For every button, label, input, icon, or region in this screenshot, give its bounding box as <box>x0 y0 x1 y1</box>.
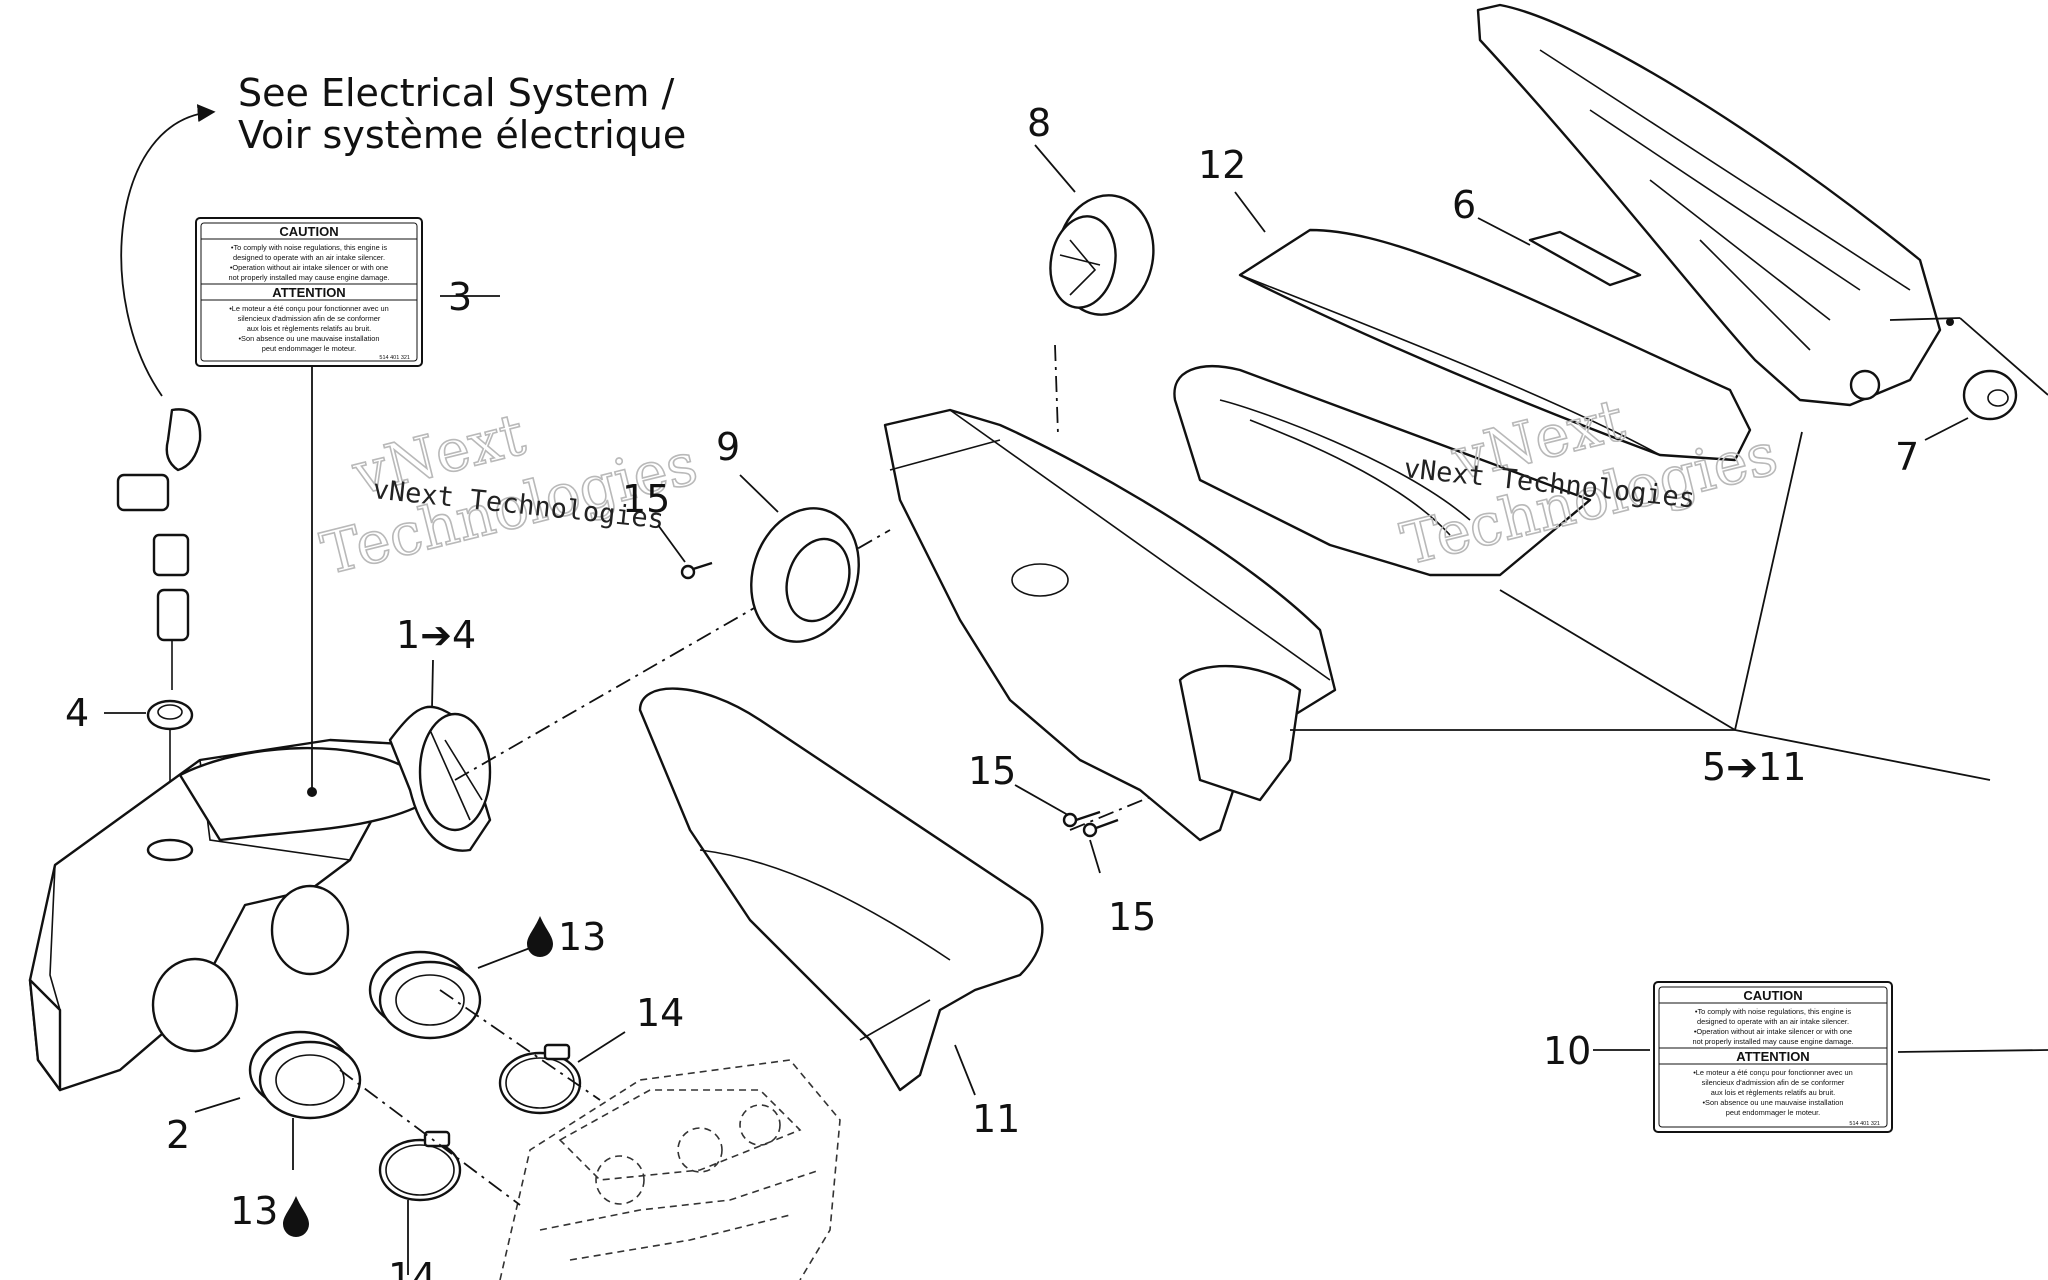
callout-1-4: 1➔4 <box>396 613 476 657</box>
callout-11: 11 <box>972 1097 1020 1141</box>
svg-text:•Son absence ou une mauvaise i: •Son absence ou une mauvaise installatio… <box>238 334 379 343</box>
caution-title: CAUTION <box>279 224 338 239</box>
svg-text:not properly installed may cau: not properly installed may cause engine … <box>1692 1037 1853 1046</box>
svg-text:aux lois et règlements relatif: aux lois et règlements relatifs au bruit… <box>1711 1088 1835 1097</box>
svg-text:•Operation without air intake: •Operation without air intake silencer o… <box>1694 1027 1852 1036</box>
electrical-system-reference: See Electrical System / Voir système éle… <box>120 71 686 397</box>
watermark-left: vNext Technologies <box>314 399 705 589</box>
callout-10: 10 <box>1543 1029 1591 1073</box>
callout-9: 9 <box>716 425 740 469</box>
svg-text:peut endommager le moteur.: peut endommager le moteur. <box>262 344 357 353</box>
svg-text:silencieux d'admission afin de: silencieux d'admission afin de se confor… <box>1702 1078 1845 1087</box>
cap-nut <box>1962 369 2018 421</box>
svg-text:aux lois et règlements relatif: aux lois et règlements relatifs au bruit… <box>247 324 371 333</box>
svg-text:peut endommager le moteur.: peut endommager le moteur. <box>1726 1108 1821 1117</box>
svg-text:designed to operate with an ai: designed to operate with an air intake s… <box>1697 1017 1849 1026</box>
callout-6: 6 <box>1452 183 1476 227</box>
reference-arrow <box>120 104 216 397</box>
callout-5-11: 5➔11 <box>1702 745 1806 789</box>
intake-duct-elbow <box>388 705 492 852</box>
screw-top <box>680 561 713 580</box>
upper-housing <box>1476 3 1954 407</box>
svg-text:not properly installed may cau: not properly installed may cause engine … <box>228 273 389 282</box>
svg-text:•Son absence ou une mauvaise i: •Son absence ou une mauvaise installatio… <box>1702 1098 1843 1107</box>
callout-15-top: 15 <box>622 477 670 521</box>
leader-lines <box>104 144 2048 1275</box>
callout-7: 7 <box>1895 435 1919 479</box>
filter-element <box>1528 230 1642 287</box>
callout-12: 12 <box>1198 143 1246 187</box>
oil-drop-icon <box>283 1196 309 1237</box>
callout-4: 4 <box>65 691 89 735</box>
svg-text:514 401 321: 514 401 321 <box>379 355 410 361</box>
screw-bottom <box>1082 818 1119 838</box>
attention-title: ATTENTION <box>272 285 345 300</box>
callout-2: 2 <box>166 1113 190 1157</box>
svg-text:•To comply with noise regulati: •To comply with noise regulations, this … <box>1695 1007 1852 1016</box>
callout-14-lower: 14 <box>388 1255 436 1280</box>
engine-outline <box>499 1059 841 1280</box>
lower-cover <box>638 687 1044 1092</box>
grommet-part <box>146 699 194 790</box>
main-housing <box>883 408 1337 842</box>
callout-13-lower: 13 <box>230 1189 278 1233</box>
svg-text:silencieux d'admission afin de: silencieux d'admission afin de se confor… <box>238 314 381 323</box>
svg-text:•Operation without air intake: •Operation without air intake silencer o… <box>230 263 388 272</box>
callout-8: 8 <box>1027 101 1051 145</box>
vent-cap <box>1049 194 1155 316</box>
callout-14-upper: 14 <box>636 991 684 1035</box>
callout-13-upper-group: 13 <box>527 915 606 959</box>
callout-13-upper: 13 <box>558 915 606 959</box>
oil-drop-icon <box>527 916 553 957</box>
reference-line-2: Voir système électrique <box>238 113 686 157</box>
intake-silencer-body <box>28 738 457 1092</box>
callout-labels: 3 4 1➔4 2 13 13 14 14 8 12 6 9 15 15 15 … <box>65 101 1919 1280</box>
callout-3: 3 <box>448 275 472 319</box>
svg-text:•To comply with noise regulati: •To comply with noise regulations, this … <box>231 243 388 252</box>
reference-line-1: See Electrical System / <box>238 71 674 115</box>
ring-seal <box>750 507 860 643</box>
inner-tray <box>1173 365 1592 577</box>
svg-text:•Le moteur a été conçu pour fo: •Le moteur a été conçu pour fonctionner … <box>229 304 389 313</box>
screw-mid <box>1062 810 1101 828</box>
temperature-sensor-assembly <box>116 408 202 690</box>
svg-text:designed to operate with an ai: designed to operate with an air intake s… <box>233 253 385 262</box>
intake-boot-lower <box>248 1030 362 1120</box>
callout-15-mid: 15 <box>968 749 1016 793</box>
caution-decal-upper: CAUTION •To comply with noise regulation… <box>195 217 423 367</box>
svg-text:CAUTION: CAUTION <box>1743 988 1802 1003</box>
svg-text:•Le moteur a été conçu pour fo: •Le moteur a été conçu pour fonctionner … <box>1693 1068 1853 1077</box>
hose-clamp-lower <box>378 1130 462 1202</box>
intake-boot-upper <box>368 950 482 1040</box>
svg-text:514 401 321: 514 401 321 <box>1849 1121 1880 1127</box>
foam-filter <box>1238 228 1752 462</box>
callout-13-lower-group: 13 <box>230 1189 309 1237</box>
callout-15-bottom: 15 <box>1108 895 1156 939</box>
svg-text:ATTENTION: ATTENTION <box>1736 1049 1809 1064</box>
caution-decal-lower: CAUTION •To comply with noise regulation… <box>1653 981 1893 1133</box>
